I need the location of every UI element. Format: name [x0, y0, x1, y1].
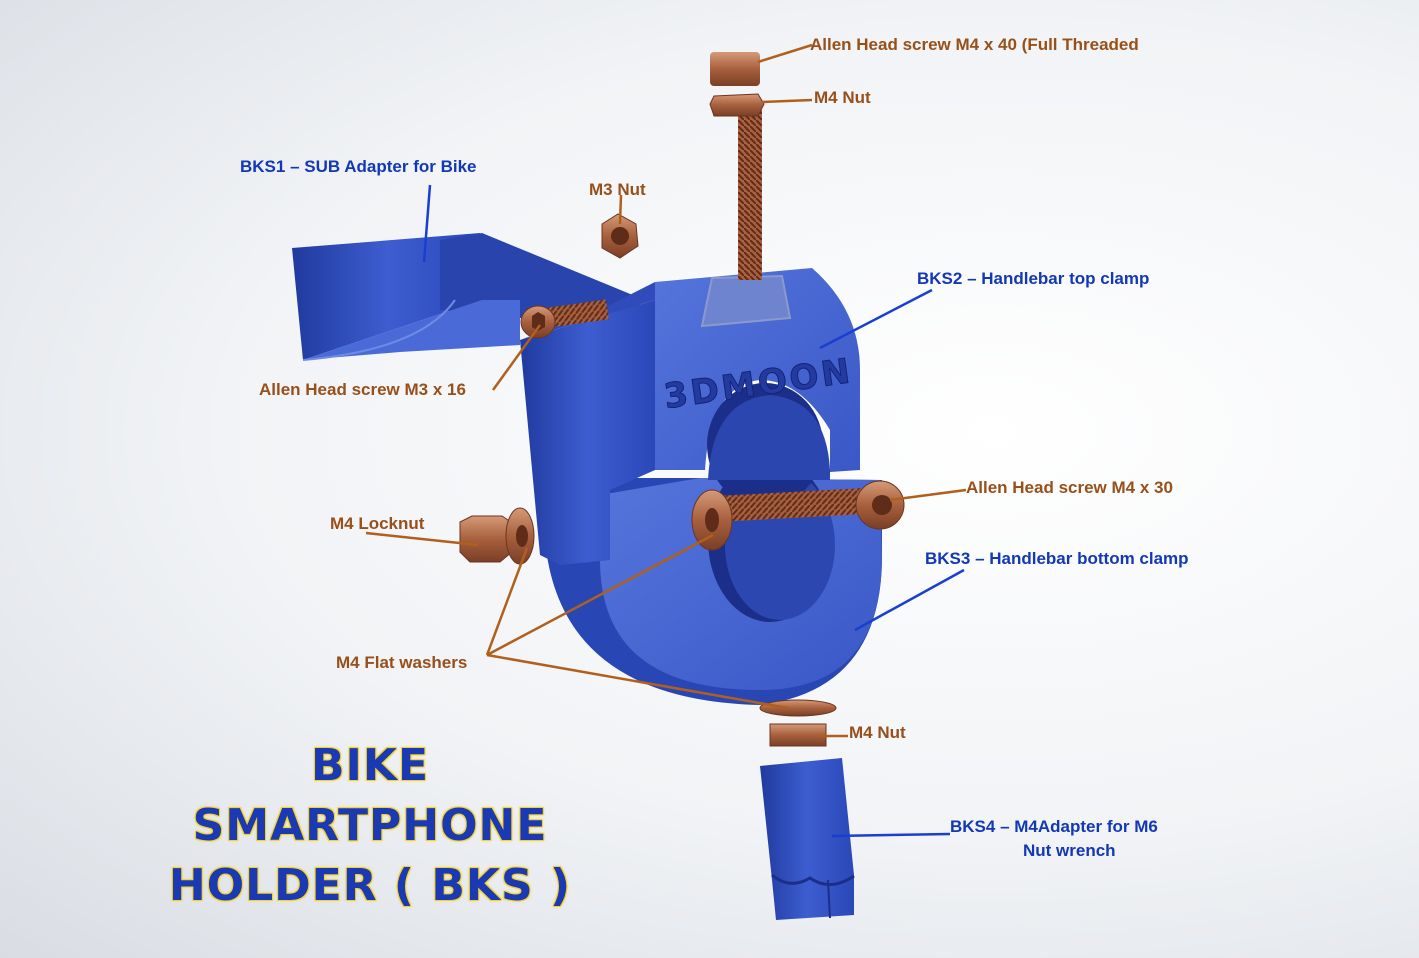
- label-bks4-line2: Nut wrench: [1023, 841, 1116, 860]
- leader-lines-hardware: [365, 43, 967, 738]
- screw-m3x16: [520, 299, 609, 339]
- label-bks4-line1: BKS4 – M4Adapter for M6: [950, 817, 1158, 836]
- m4-nut-top: [709, 93, 765, 117]
- title-line-3: HOLDER ( BKS ): [168, 860, 572, 911]
- label-m3-nut: M3 Nut: [589, 180, 646, 199]
- m4-nut-bottom: [769, 723, 827, 747]
- title-line-1: BIKE: [310, 740, 430, 791]
- screw-m4x40: [710, 52, 762, 280]
- m3-nut: [601, 213, 639, 259]
- label-screw-m3x16: Allen Head screw M3 x 16: [259, 380, 466, 399]
- label-m4-nut-bottom: M4 Nut: [849, 723, 906, 742]
- leader-lines-parts: [422, 184, 965, 838]
- bks4-adapter: [760, 758, 855, 920]
- screw-m4x30: [691, 480, 905, 551]
- label-m4-locknut: M4 Locknut: [330, 514, 425, 533]
- label-m4-flat-washers: M4 Flat washers: [336, 653, 468, 672]
- m4-washer-bottom: [759, 699, 837, 717]
- label-bks1: BKS1 – SUB Adapter for Bike: [240, 157, 477, 176]
- bks2-top-clamp: [520, 268, 860, 565]
- title-line-2: SMARTPHONE: [192, 800, 548, 851]
- label-bks3: BKS3 – Handlebar bottom clamp: [925, 549, 1189, 568]
- label-screw-m4x40: Allen Head screw M4 x 40 (Full Threaded: [810, 35, 1139, 54]
- label-screw-m4x30: Allen Head screw M4 x 30: [966, 478, 1173, 497]
- label-m4-nut-top: M4 Nut: [814, 88, 871, 107]
- label-bks2: BKS2 – Handlebar top clamp: [917, 269, 1150, 288]
